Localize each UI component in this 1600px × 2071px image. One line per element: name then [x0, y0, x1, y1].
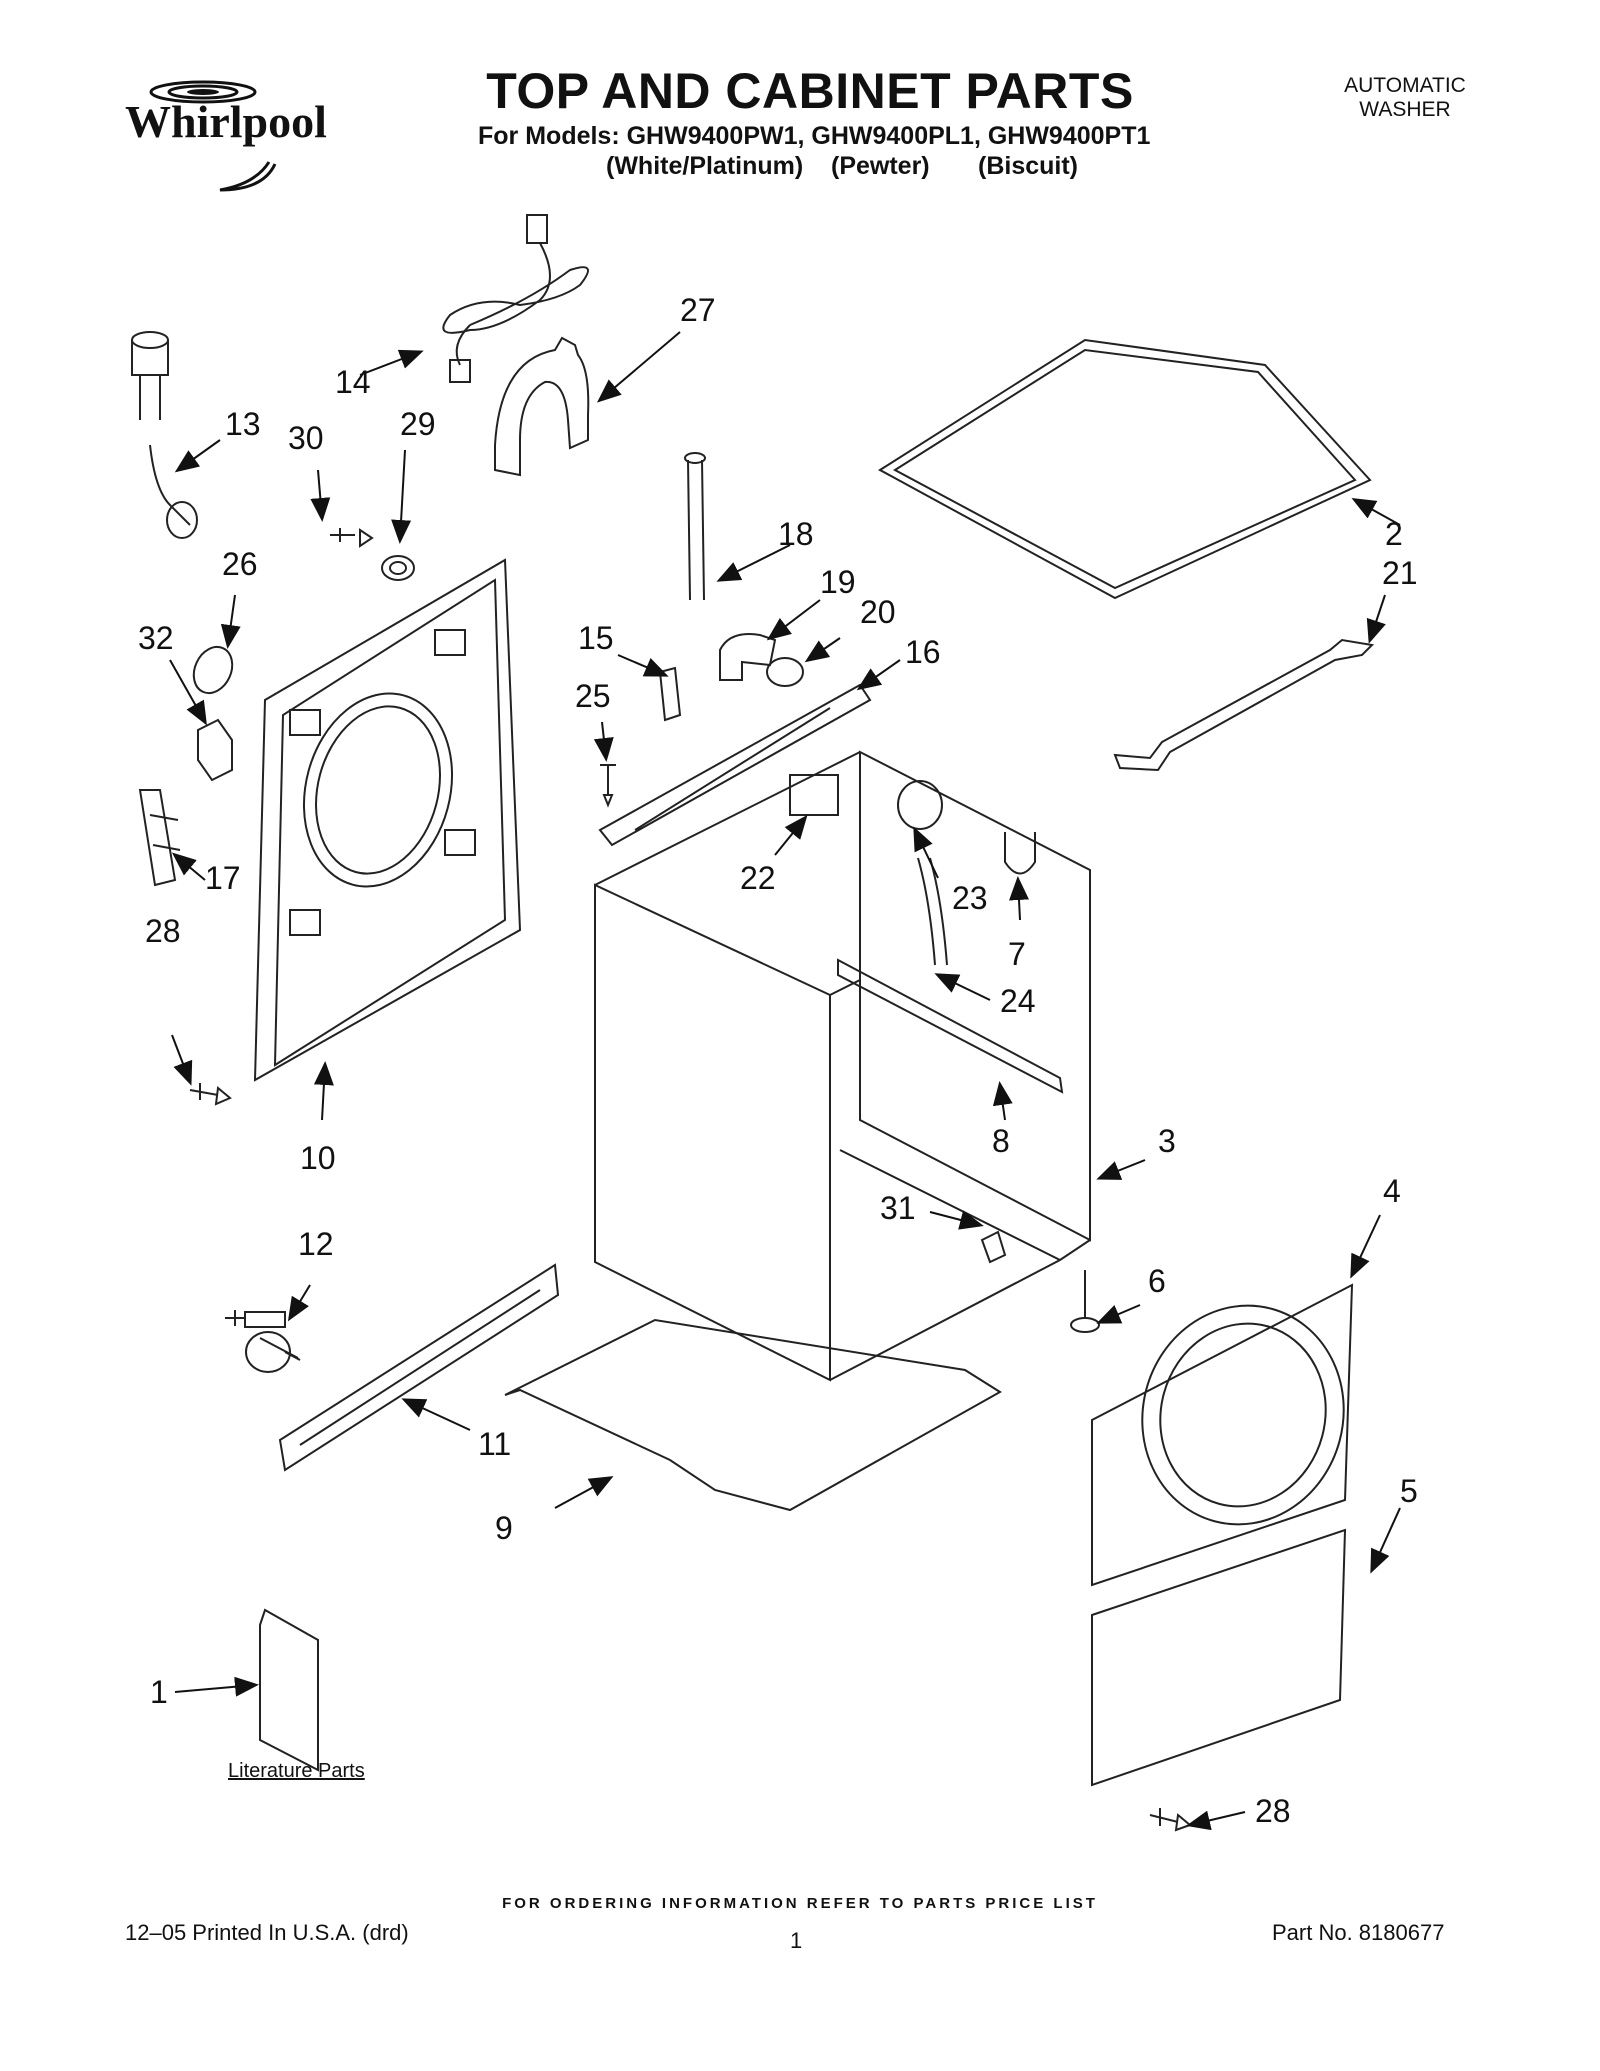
- print-info: 12–05 Printed In U.S.A. (drd): [125, 1920, 409, 1945]
- callout-9: 9: [495, 1510, 513, 1546]
- callout-23: 23: [952, 880, 988, 916]
- literature-parts-label: Literature Parts: [228, 1760, 365, 1782]
- callout-30: 29: [400, 406, 436, 442]
- callout-7: 7: [1008, 936, 1026, 972]
- color-biscuit: (Biscuit): [978, 152, 1078, 180]
- callout-26: 26: [222, 546, 258, 582]
- callout-25: 25: [575, 678, 611, 714]
- brace-8-part: [837, 958, 1064, 1094]
- base-pad-part: [504, 1318, 1002, 1512]
- callout-4: 4: [1383, 1173, 1401, 1209]
- pressure-switch-part: [897, 780, 943, 830]
- screw-28-upper-part: [189, 1083, 232, 1106]
- elbow-19-part: [719, 633, 777, 681]
- hose-clip-part: [494, 336, 590, 477]
- callout-11: 11: [478, 1426, 512, 1462]
- literature-part: [259, 1608, 319, 1772]
- callout-16: 16: [905, 634, 941, 670]
- callout-28-upper: 28: [145, 913, 181, 949]
- screw-31-part: [330, 528, 374, 548]
- bracket-17-part: [138, 789, 181, 887]
- clip-15-part: [658, 666, 682, 722]
- top-seal-part: [878, 338, 1372, 600]
- callout-31: 30: [288, 420, 324, 456]
- damper-12-part: [225, 1310, 301, 1373]
- callout-29: 31: [880, 1190, 916, 1226]
- page-number: 1: [790, 1928, 803, 1953]
- screw-25-part: [600, 764, 616, 808]
- rail-11-part: [278, 1263, 560, 1472]
- clamp-20-part: [766, 657, 804, 687]
- front-panel-part: [1091, 1283, 1354, 1587]
- callout-8: 8: [992, 1123, 1010, 1159]
- callout-3: 3: [1158, 1123, 1176, 1159]
- callout-12: 12: [298, 1226, 334, 1262]
- hose-24-part: [917, 857, 948, 966]
- product-type-line-1: AUTOMATIC: [1344, 74, 1466, 97]
- brand-wordmark: Whirlpool: [125, 96, 327, 147]
- fill-tube-part: [131, 331, 198, 539]
- cabinet-part: [594, 750, 1091, 1382]
- callout-13: 13: [225, 406, 261, 442]
- clip-7-part: [1004, 832, 1036, 875]
- callout-17: 17: [205, 860, 241, 896]
- callout-21: 21: [1382, 555, 1418, 591]
- callout-27: 27: [680, 292, 716, 328]
- wire-harness-part: [442, 214, 589, 383]
- kick-panel-part: [1091, 1528, 1347, 1787]
- clip-29-part: [980, 1230, 1007, 1264]
- rear-panel-part: [253, 558, 522, 1082]
- ordering-note: FOR ORDERING INFORMATION REFER TO PARTS …: [502, 1895, 1098, 1912]
- clamp-30-part: [381, 555, 415, 581]
- callout-18: 18: [778, 516, 814, 552]
- clip-32-part: [197, 718, 233, 782]
- callout-20: 20: [860, 594, 896, 630]
- product-type-line-2: WASHER: [1359, 98, 1451, 121]
- top-rail-part: [598, 683, 872, 847]
- hose-18-part: [687, 459, 705, 601]
- models-line: For Models: GHW9400PW1, GHW9400PL1, GHW9…: [478, 122, 1151, 150]
- leader-lines: [169, 331, 1401, 1831]
- whirlpool-swirl-icon: Whirlpool: [125, 80, 327, 192]
- screw-28-lower-part: [1149, 1808, 1192, 1832]
- callout-6: 6: [1148, 1263, 1166, 1299]
- callout-15: 15: [578, 620, 614, 656]
- callout-2: 2: [1385, 516, 1403, 552]
- callout-24: 24: [1000, 983, 1036, 1019]
- switch-22-part: [789, 774, 839, 816]
- grommet-part: [192, 645, 234, 695]
- callout-28-lower: 28: [1255, 1793, 1291, 1829]
- hose-18-cap: [684, 452, 706, 464]
- callout-32: 32: [138, 620, 174, 656]
- page-title: TOP AND CABINET PARTS: [486, 63, 1134, 119]
- callout-22: 22: [740, 860, 776, 896]
- color-pewter: (Pewter): [831, 152, 930, 180]
- callout-10: 10: [300, 1140, 336, 1176]
- whirlpool-logo: Whirlpool: [125, 72, 375, 192]
- callout-5: 5: [1400, 1473, 1418, 1509]
- callout-14: 14: [335, 364, 371, 400]
- callout-1: 1: [150, 1674, 168, 1710]
- product-type: AUTOMATIC WASHER: [1290, 74, 1520, 122]
- brace-part: [1113, 638, 1375, 772]
- leveling-leg-part: [1070, 1270, 1100, 1333]
- part-number: Part No. 8180677: [1272, 1920, 1445, 1945]
- callout-19: 19: [820, 564, 856, 600]
- color-white-platinum: (White/Platinum): [606, 152, 804, 180]
